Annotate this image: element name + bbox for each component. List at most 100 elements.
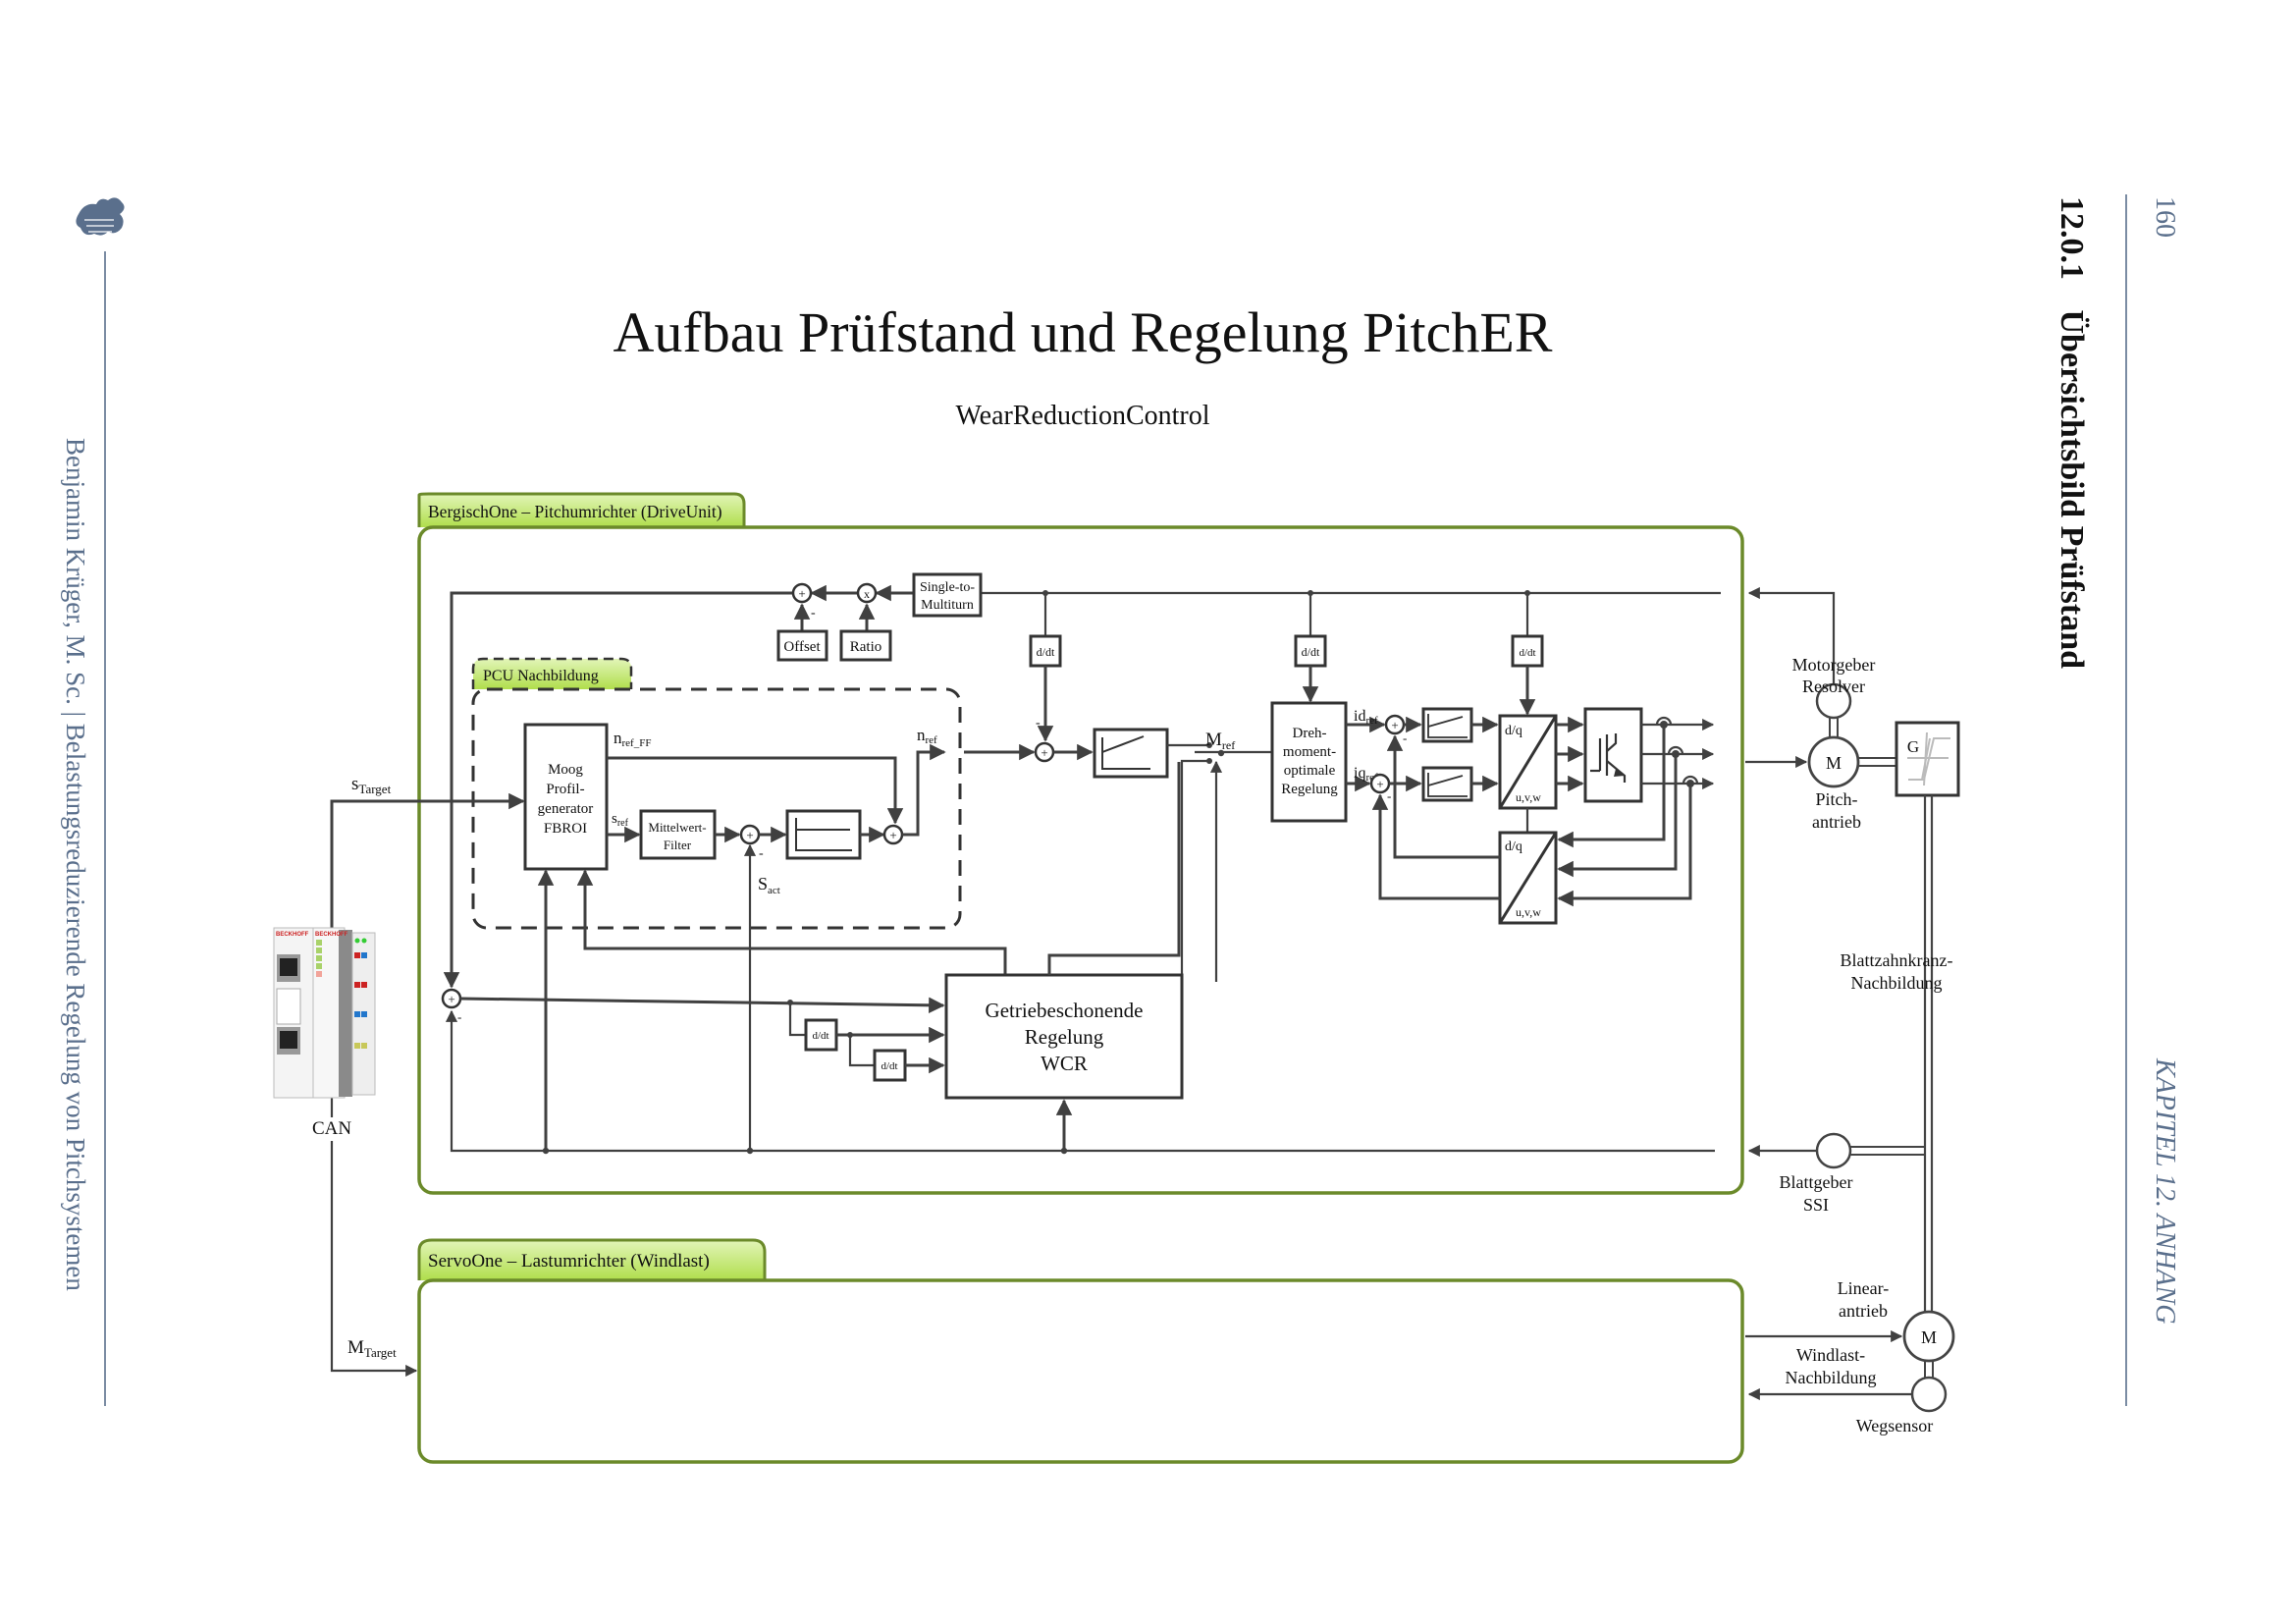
wire-wcr-to-moog: [576, 869, 1007, 975]
wegsensor-label: Wegsensor: [1856, 1416, 1934, 1435]
svg-text:Profil-: Profil-: [546, 782, 584, 797]
position-sensor: [1910, 1376, 1948, 1413]
svg-text:u,v,w: u,v,w: [1516, 905, 1541, 919]
wire-resolver-feedback: [1747, 586, 1836, 684]
svg-text:G: G: [1907, 737, 1919, 756]
svg-text:d/dt: d/dt: [812, 1030, 828, 1042]
m-target-label: MTarget: [347, 1337, 397, 1360]
id-pi-controller-block: [1421, 707, 1473, 743]
windlast-label-2: Nachbildung: [1786, 1368, 1877, 1387]
svg-text:+: +: [889, 828, 896, 842]
windlast-label-1: Windlast-: [1796, 1345, 1865, 1365]
svg-text:+: +: [1041, 745, 1047, 760]
speed-sum-junction: +: [1034, 741, 1055, 763]
load-unit-frame: [417, 1278, 1744, 1464]
svg-text:d/dt: d/dt: [1037, 645, 1055, 659]
svg-text:Single-to-: Single-to-: [920, 580, 975, 595]
n-ref-label: nref: [917, 726, 937, 746]
s-ref-label: sref: [612, 811, 629, 829]
wire: [443, 591, 792, 989]
position-controller-block: [785, 809, 862, 860]
id-sum-junction: + -: [1384, 714, 1407, 745]
linearantrieb-label-1: Linear-: [1838, 1278, 1890, 1298]
linear-motor: M: [1902, 1310, 1955, 1363]
uvw-to-dq-block: d/q u,v,w: [1498, 831, 1558, 925]
wire-wcr-to-switch: [1180, 759, 1209, 1028]
drive-unit-label: BergischOne – Pitchumrichter (DriveUnit): [428, 502, 722, 521]
svg-text:-: -: [1036, 716, 1041, 731]
ssi-label: SSI: [1803, 1195, 1829, 1215]
offset-sum-junction: + -: [791, 582, 816, 621]
wire-n-ref: [902, 743, 946, 837]
gearbox-block: G: [1895, 721, 1960, 797]
svg-text:Ratio: Ratio: [850, 639, 882, 655]
svg-text:Moog: Moog: [548, 762, 583, 778]
eagle-logo: [76, 197, 125, 236]
pitch-motor: M: [1807, 735, 1860, 788]
resolver-sensor: [1815, 682, 1852, 720]
svg-text:d/q: d/q: [1505, 724, 1522, 738]
dq-to-uvw-block: d/q u,v,w: [1498, 714, 1558, 810]
svg-text:u,v,w: u,v,w: [1516, 790, 1541, 804]
resolver-label: Resolver: [1802, 677, 1865, 696]
chapter-label: KAPITEL 12. ANHANG: [2150, 1057, 2180, 1324]
blattgeber-label: Blattgeber: [1780, 1172, 1853, 1192]
svg-text:FBROI: FBROI: [544, 821, 587, 837]
svg-text:+: +: [448, 992, 454, 1006]
wire-id-feedback: [1386, 734, 1500, 859]
load-unit-tab: [417, 1238, 767, 1280]
ddt-block-speed: d/dt: [1029, 634, 1062, 668]
svg-text:moment-: moment-: [1283, 744, 1336, 760]
blattzahnkranz-label-2: Nachbildung: [1851, 973, 1943, 993]
m-ref-label: Mref: [1205, 730, 1235, 752]
drive-unit-tab: [417, 492, 746, 527]
svg-text:d/dt: d/dt: [881, 1060, 897, 1072]
section-title: Übersichtsbild Prüfstand: [2054, 310, 2090, 670]
wire: [848, 1035, 875, 1067]
svg-text:+: +: [798, 586, 805, 601]
moog-profile-generator-block: Moog Profil- generator FBROI: [523, 723, 609, 871]
svg-text:d/dt: d/dt: [1519, 647, 1535, 659]
load-unit-label: ServoOne – Lastumrichter (Windlast): [428, 1251, 710, 1272]
s-act-label: Sact: [758, 874, 780, 896]
svg-text:M: M: [1921, 1327, 1937, 1347]
svg-text:d/q: d/q: [1505, 839, 1522, 854]
pcu-frame: [471, 687, 962, 930]
svg-text:-: -: [457, 1009, 461, 1024]
svg-text:d/dt: d/dt: [1302, 645, 1320, 659]
wire: [1557, 754, 1678, 878]
svg-text:+: +: [746, 828, 753, 842]
svg-text:optimale: optimale: [1284, 763, 1336, 779]
svg-text:x: x: [864, 587, 870, 601]
section-number: 12.0.1: [2054, 196, 2090, 280]
position-sum-junction: + -: [739, 824, 764, 861]
svg-text:Dreh-: Dreh-: [1293, 726, 1327, 741]
diagram-title: Aufbau Prüfstand und Regelung PitchER: [614, 300, 1553, 364]
s-target-label: sTarget: [351, 774, 392, 796]
can-label: CAN: [312, 1118, 351, 1139]
group-pcu: PCU Nachbildung: [471, 657, 962, 930]
group-drive-unit: BergischOne – Pitchumrichter (DriveUnit): [417, 492, 1744, 1195]
wire-s-target: [330, 792, 525, 928]
ratio-block: Ratio: [839, 629, 892, 662]
mittelwert-filter-block: Mittelwert- Filter: [639, 809, 717, 860]
svg-text:Filter: Filter: [664, 838, 692, 852]
torque-optimal-control-block: Dreh- moment- optimale Regelung: [1270, 701, 1348, 823]
wire-m-target: [330, 1141, 418, 1378]
svg-text:Regelung: Regelung: [1025, 1025, 1104, 1049]
wcr-block: Getriebeschonende Regelung WCR: [944, 973, 1184, 1100]
ddt-block-dq: d/dt: [1511, 634, 1544, 668]
wire-iq-feedback: [1371, 793, 1500, 900]
pcu-tab: [471, 657, 633, 689]
group-load-unit: ServoOne – Lastumrichter (Windlast): [417, 1238, 1744, 1464]
svg-text:-: -: [811, 606, 816, 621]
motorgeber-label: Motorgeber: [1792, 655, 1876, 675]
n-ref-ff-label: nref_FF: [614, 729, 651, 749]
section-heading: 12.0.1 Übersichtsbild Prüfstand: [2054, 196, 2090, 669]
linearantrieb-label-2: antrieb: [1839, 1301, 1888, 1321]
blade-position-bus: [445, 1009, 1715, 1153]
single-to-multiturn-block: Single-to- Multiturn: [912, 572, 983, 618]
blade-encoder-sensor: [1815, 1132, 1852, 1169]
pitchantrieb-label-1: Pitch-: [1816, 789, 1858, 809]
